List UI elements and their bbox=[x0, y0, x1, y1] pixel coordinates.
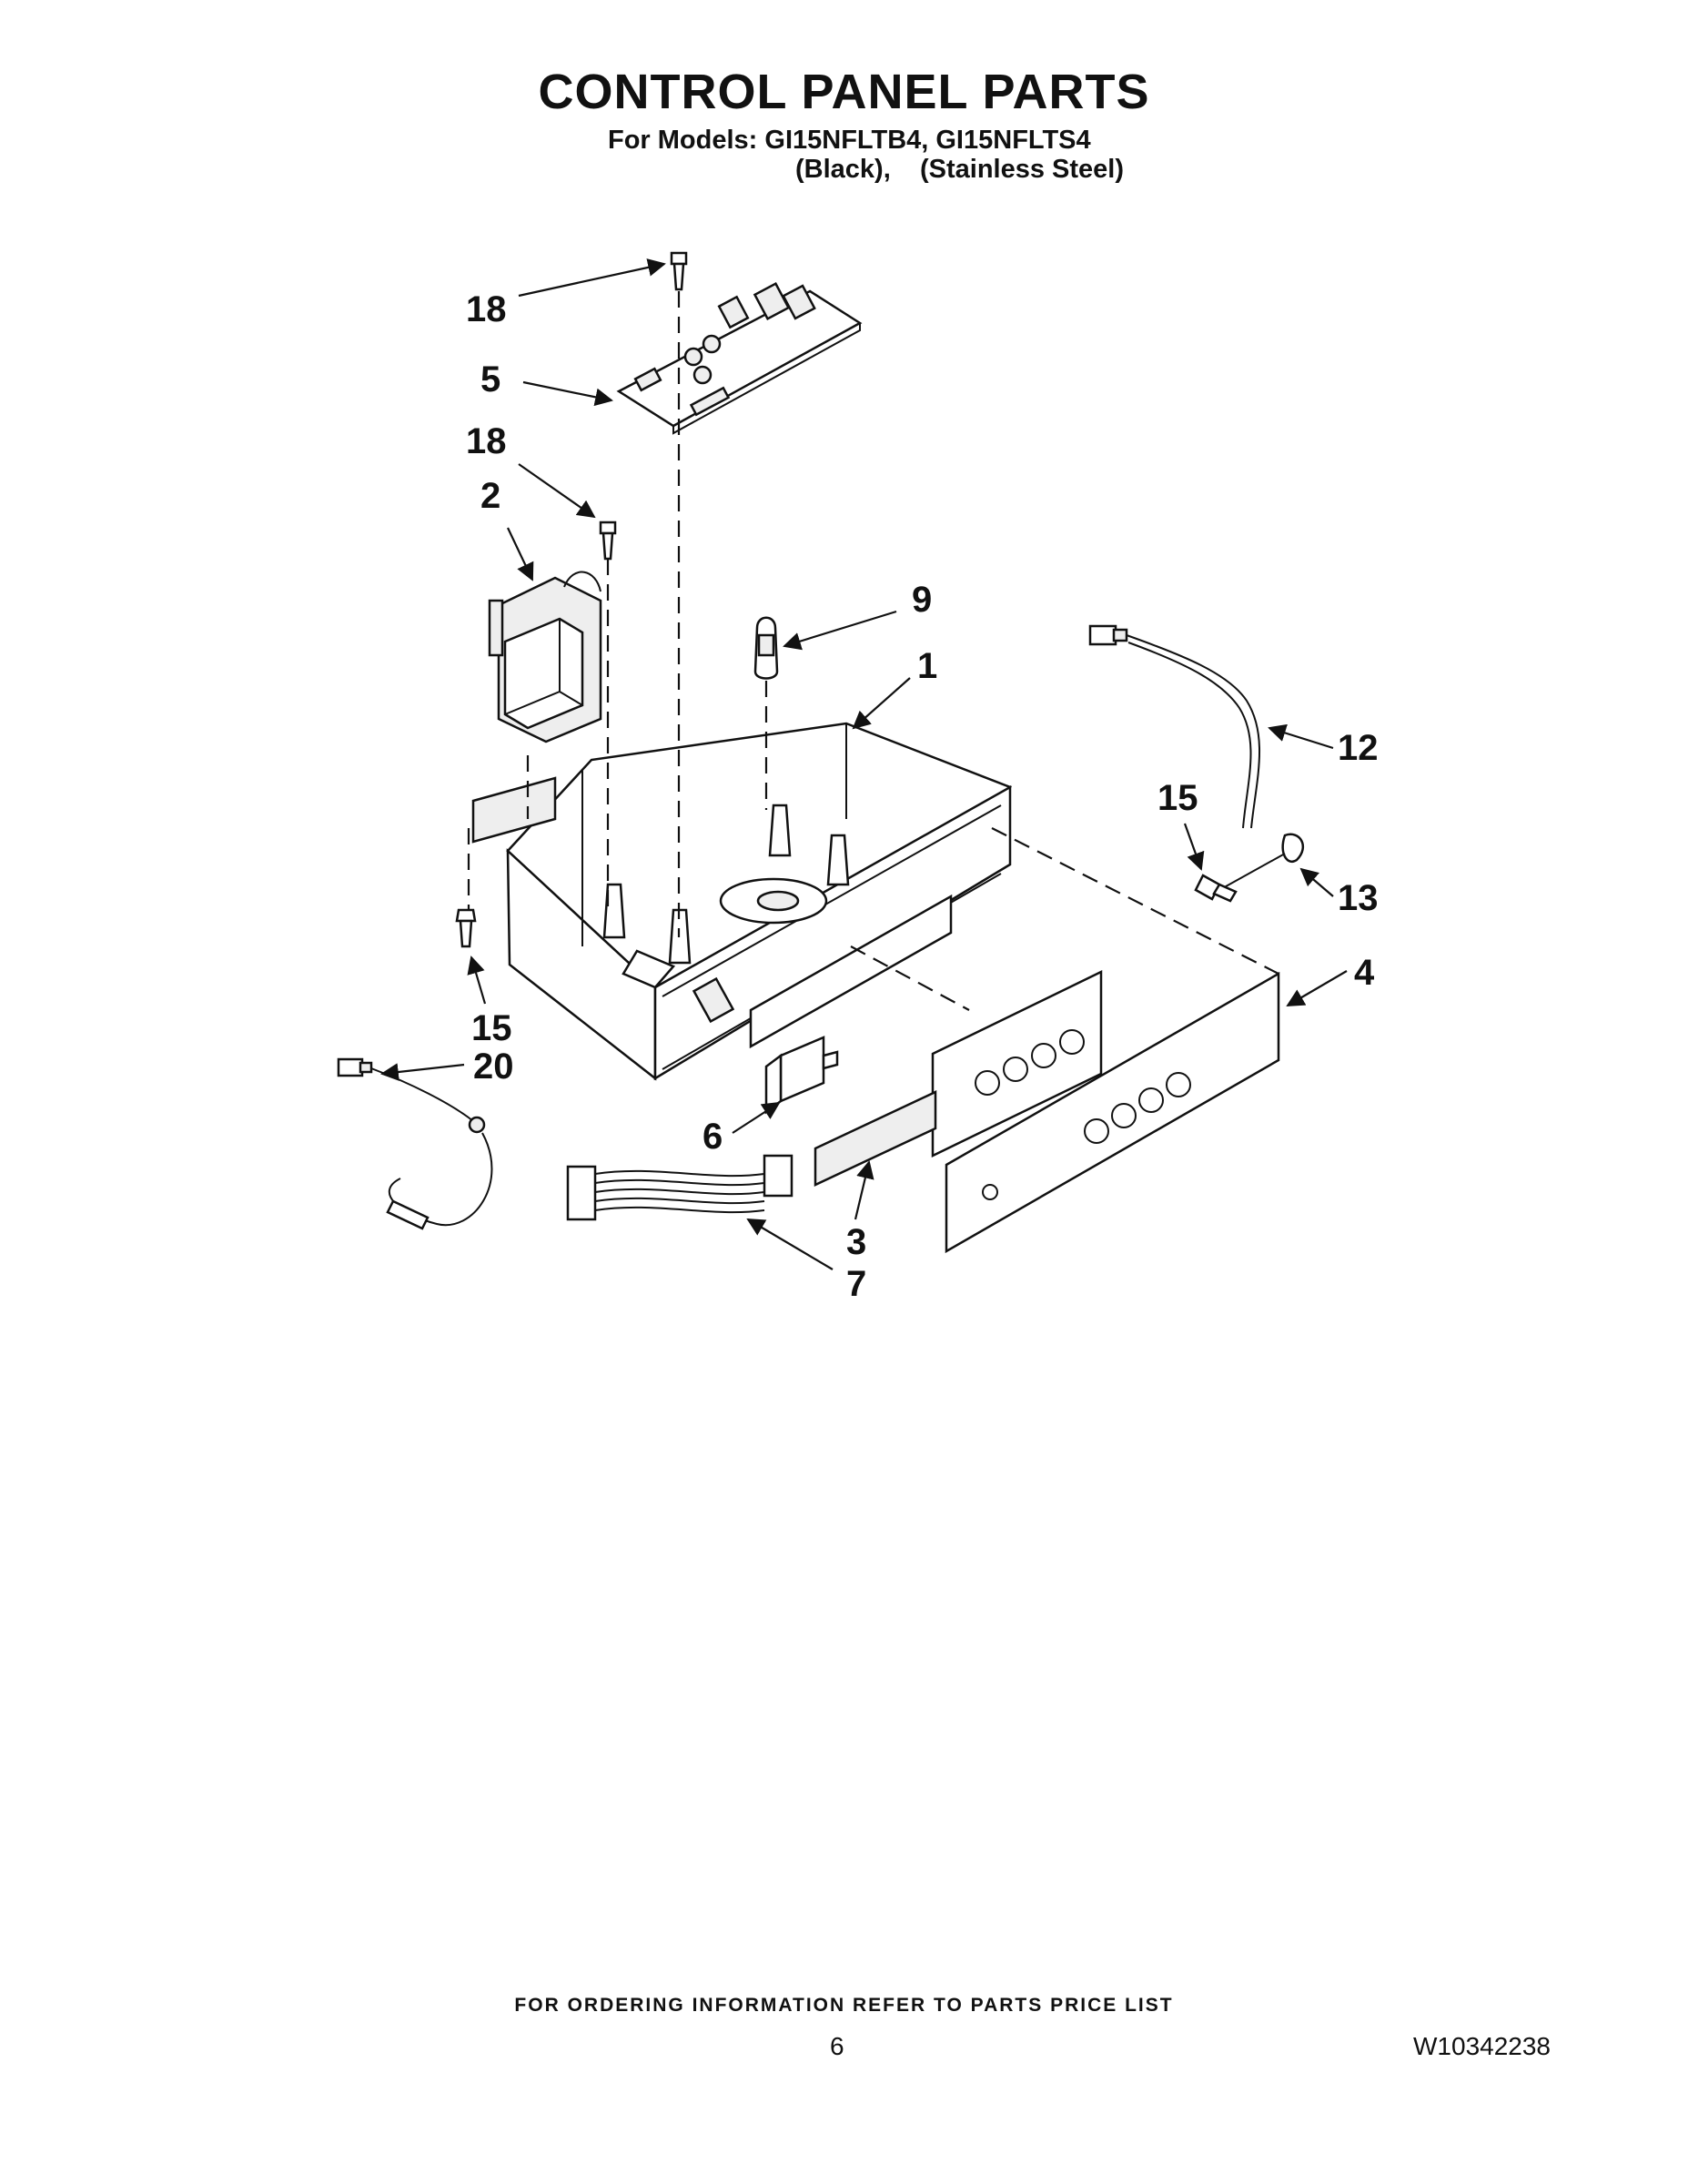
switch-part-6 bbox=[764, 1036, 839, 1115]
lamp-part-9 bbox=[753, 616, 779, 680]
model-numbers: For Models: GI15NFLTB4, GI15NFLTS4 bbox=[608, 126, 1091, 155]
document-number: W10342238 bbox=[1413, 2032, 1552, 2060]
screw-part-15-left bbox=[455, 908, 477, 948]
leader-arrows bbox=[380, 258, 1348, 1270]
callout-6: 6 bbox=[702, 1117, 723, 1157]
callout-5: 5 bbox=[480, 359, 500, 399]
control-board-part-5 bbox=[616, 281, 863, 435]
callout-4: 4 bbox=[1354, 953, 1375, 993]
ribbon-cable-part-7 bbox=[566, 1154, 793, 1221]
transformer-part-2 bbox=[488, 571, 602, 743]
callout-labels: 18 5 18 2 9 1 12 15 13 4 15 20 6 3 7 bbox=[466, 289, 1379, 1304]
screw-part-15-right bbox=[1194, 874, 1238, 903]
sensor-wire-part-20 bbox=[337, 1057, 493, 1230]
callout-12: 12 bbox=[1338, 728, 1379, 768]
callout-13: 13 bbox=[1338, 878, 1379, 918]
page-number: 6 bbox=[830, 2032, 844, 2060]
clip-part-13 bbox=[1218, 833, 1304, 891]
screw-part-18-top bbox=[670, 251, 688, 291]
callout-9: 9 bbox=[912, 580, 932, 620]
overlay-panel-part-4 bbox=[945, 971, 1280, 1254]
callout-20: 20 bbox=[473, 1046, 514, 1087]
ui-board-part-3 bbox=[814, 970, 1103, 1187]
model-finishes: (Black), (Stainless Steel) bbox=[795, 155, 1125, 184]
page-title: CONTROL PANEL PARTS bbox=[538, 65, 1150, 119]
wire-harness-part-12 bbox=[1088, 624, 1260, 829]
callout-3: 3 bbox=[846, 1222, 866, 1262]
screw-part-18-lower bbox=[599, 521, 617, 561]
assembly-lines bbox=[467, 291, 1279, 1011]
ordering-note: FOR ORDERING INFORMATION REFER TO PARTS … bbox=[514, 1995, 1174, 2016]
callout-7: 7 bbox=[846, 1264, 866, 1304]
callout-15-right: 15 bbox=[1157, 778, 1198, 818]
callout-18-top: 18 bbox=[466, 289, 507, 329]
control-housing-part-1 bbox=[471, 722, 1012, 1081]
callout-18-lower: 18 bbox=[466, 421, 507, 461]
callout-15-left: 15 bbox=[471, 1008, 512, 1048]
callout-2: 2 bbox=[480, 476, 500, 516]
callout-1: 1 bbox=[917, 646, 937, 686]
